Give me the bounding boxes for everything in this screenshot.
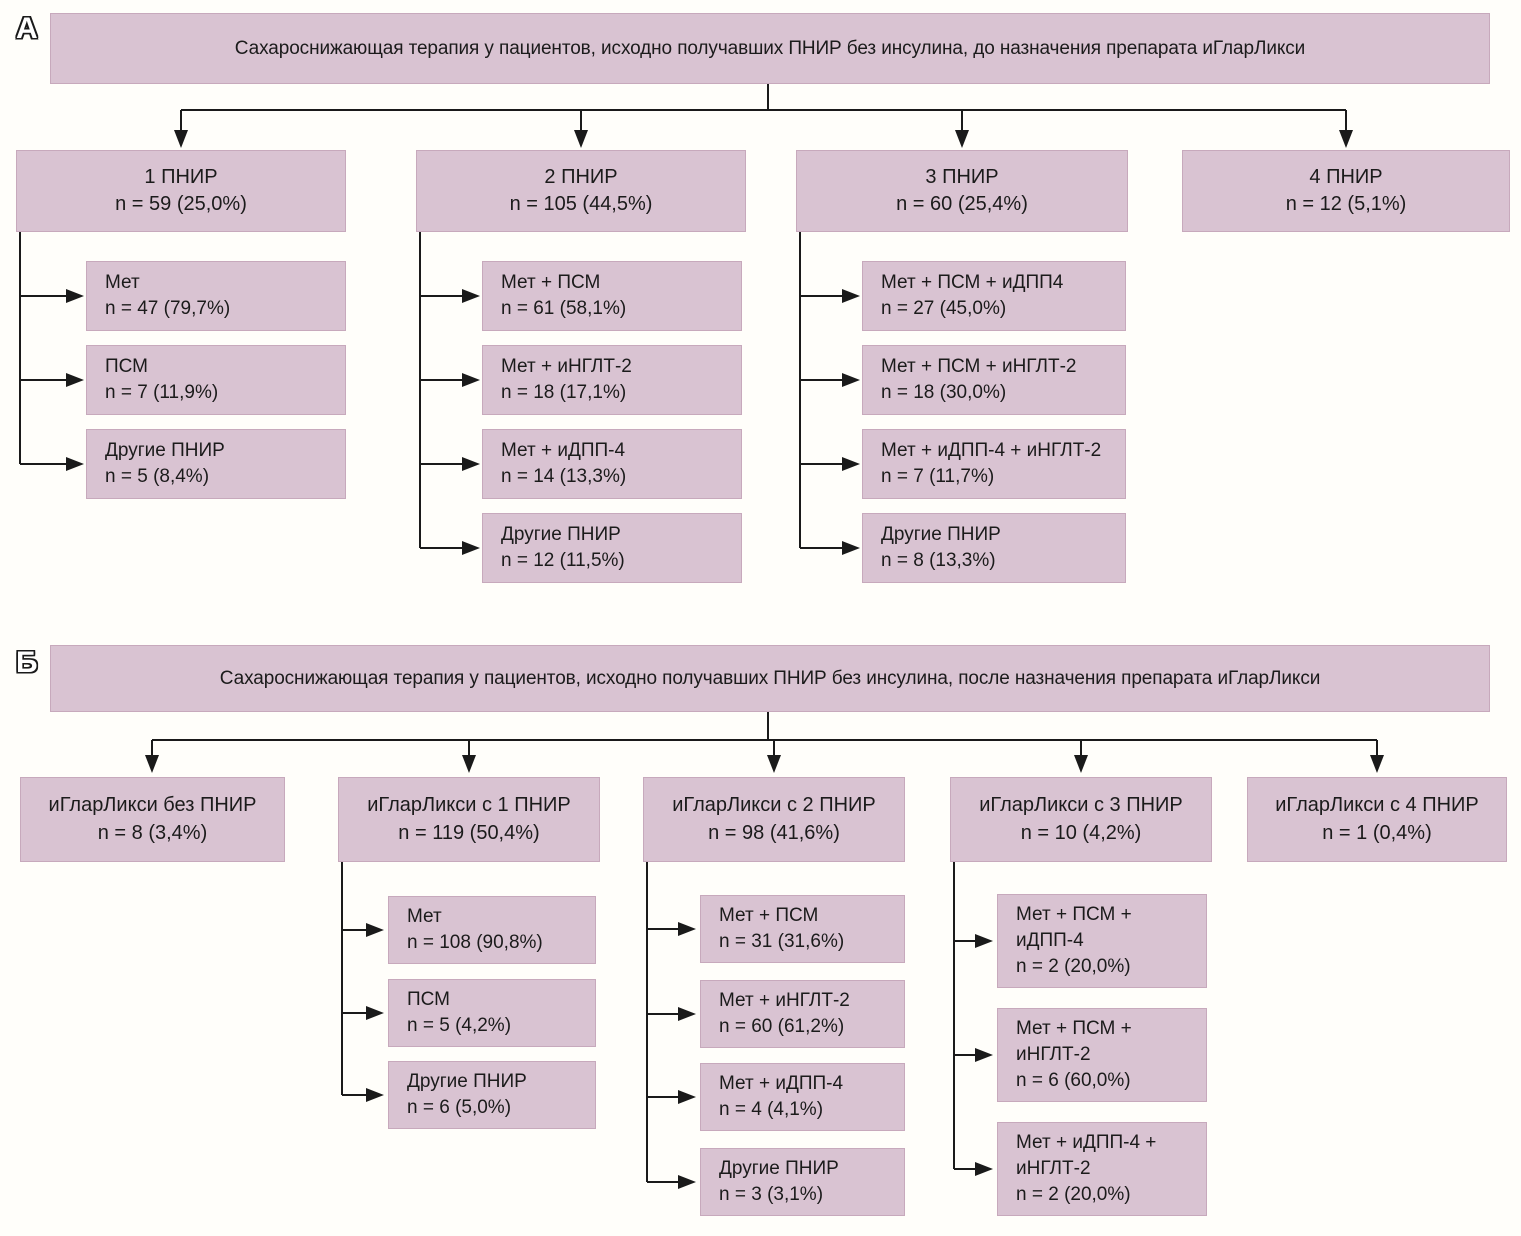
box-value-line: n = 3 (3,1%) [719,1184,824,1205]
box-title-line: Мет [105,272,140,294]
box-value-line: n = 60 (61,2%) [719,1016,845,1037]
b-group-4-item-2: Мет + ПСМ + иНГЛТ-2 n = 6 (60,0%) [997,1008,1207,1102]
box-title-line: 3 ПНИР [925,165,999,188]
box-value-line: n = 108 (90,8%) [407,932,543,953]
a-group-2-item-2: Мет + иНГЛТ-2 n = 18 (17,1%) [482,345,742,415]
box-value-line: n = 27 (45,0%) [881,298,1007,319]
section-a-label: А [16,12,38,45]
box-title-line: иНГЛТ-2 [1016,1044,1091,1066]
a-group-1-item-1: Мет n = 47 (79,7%) [86,261,346,331]
box-value-line: n = 12 (5,1%) [1285,193,1407,215]
box-title-line: ПСМ [407,989,450,1011]
b-group-3-item-4: Другие ПНИР n = 3 (3,1%) [700,1148,905,1216]
a-group-2-header: 2 ПНИР n = 105 (44,5%) [416,150,746,232]
b-group-3-header: иГларЛикси с 2 ПНИР n = 98 (41,6%) [643,777,905,862]
box-value-line: n = 60 (25,4%) [896,193,1028,215]
b-group-3-item-3: Мет + иДПП-4 n = 4 (4,1%) [700,1063,905,1131]
box-value-line: n = 119 (50,4%) [398,821,540,844]
box-title-line: иГларЛикси с 4 ПНИР [1275,794,1479,817]
box-value-line: n = 6 (5,0%) [407,1097,512,1118]
a-group-1-header: 1 ПНИР n = 59 (25,0%) [16,150,346,232]
box-title-line: иГларЛикси с 1 ПНИР [367,794,571,817]
box-title-line: иНГЛТ-2 [1016,1158,1091,1180]
box-value-line: n = 31 (31,6%) [719,931,845,952]
box-value-line: n = 105 (44,5%) [509,193,653,215]
a-group-1-item-3: Другие ПНИР n = 5 (8,4%) [86,429,346,499]
a-group-3-item-3: Мет + иДПП-4 + иНГЛТ-2 n = 7 (11,7%) [862,429,1126,499]
box-title-line: Мет + ПСМ + [1016,1018,1132,1040]
box-value-line: n = 18 (30,0%) [881,382,1007,403]
box-value-line: n = 7 (11,9%) [105,382,219,403]
b-group-4-item-1: Мет + ПСМ + иДПП-4 n = 2 (20,0%) [997,894,1207,988]
b-group-2-item-1: Мет n = 108 (90,8%) [388,896,596,964]
a-group-1-item-2: ПСМ n = 7 (11,9%) [86,345,346,415]
box-title-line: Мет + иДПП-4 + иНГЛТ-2 [881,440,1102,462]
b-group-2-item-2: ПСМ n = 5 (4,2%) [388,979,596,1047]
box-title-line: Мет + ПСМ + иНГЛТ-2 [881,356,1077,378]
box-title-line: иГларЛикси с 2 ПНИР [672,794,876,817]
box-title-line: иГларЛикси без ПНИР [48,794,257,817]
box-value-line: n = 61 (58,1%) [501,298,627,319]
b-group-4-header: иГларЛикси с 3 ПНИР n = 10 (4,2%) [950,777,1212,862]
box-value-line: n = 2 (20,0%) [1016,1183,1131,1205]
b-group-4-item-3: Мет + иДПП-4 + иНГЛТ-2 n = 2 (20,0%) [997,1122,1207,1216]
box-title-line: Мет + ПСМ + [1016,904,1132,926]
a-group-2-item-1: Мет + ПСМ n = 61 (58,1%) [482,261,742,331]
box-title-line: Мет + иНГЛТ-2 [501,356,632,378]
box-value-line: n = 12 (11,5%) [501,550,625,571]
box-value-line: n = 18 (17,1%) [501,382,627,403]
box-value-line: n = 7 (11,7%) [881,466,995,487]
box-title-line: Мет + ПСМ [719,905,819,927]
section-b-title: Сахароснижающая терапия у пациентов, исх… [219,667,1321,689]
a-group-3-item-2: Мет + ПСМ + иНГЛТ-2 n = 18 (30,0%) [862,345,1126,415]
b-group-3-item-1: Мет + ПСМ n = 31 (31,6%) [700,895,905,963]
section-a-title: Сахароснижающая терапия у пациентов, исх… [234,37,1306,59]
section-b-label: Б [16,646,38,679]
a-group-3-item-1: Мет + ПСМ + иДПП4 n = 27 (45,0%) [862,261,1126,331]
box-value-line: n = 1 (0,4%) [1322,821,1432,844]
a-group-2-item-3: Мет + иДПП-4 n = 14 (13,3%) [482,429,742,499]
a-group-2-item-4: Другие ПНИР n = 12 (11,5%) [482,513,742,583]
box-title-line: Мет [407,906,442,928]
box-value-line: n = 8 (13,3%) [881,550,996,571]
box-title-line: 2 ПНИР [544,165,618,188]
box-value-line: n = 10 (4,2%) [1020,821,1142,844]
box-title-line: иДПП-4 [1016,930,1084,952]
box-value-line: n = 2 (20,0%) [1016,955,1131,977]
box-value-line: n = 5 (4,2%) [407,1015,512,1036]
box-title-line: иГларЛикси с 3 ПНИР [979,794,1183,817]
box-title-line: Мет + ПСМ [501,272,601,294]
box-value-line: n = 59 (25,0%) [115,193,247,215]
box-title-line: Другие ПНИР [105,440,225,462]
section-b-title-box: Сахароснижающая терапия у пациентов, исх… [50,645,1490,712]
box-title-line: Другие ПНИР [719,1158,839,1180]
b-group-2-item-3: Другие ПНИР n = 6 (5,0%) [388,1061,596,1129]
a-group-4-header: 4 ПНИР n = 12 (5,1%) [1182,150,1510,232]
b-group-3-item-2: Мет + иНГЛТ-2 n = 60 (61,2%) [700,980,905,1048]
box-value-line: n = 5 (8,4%) [105,466,210,487]
box-value-line: n = 47 (79,7%) [105,298,231,319]
section-a-title-box: Сахароснижающая терапия у пациентов, исх… [50,13,1490,84]
box-value-line: n = 8 (3,4%) [97,821,208,844]
a-group-3-item-4: Другие ПНИР n = 8 (13,3%) [862,513,1126,583]
box-title-line: ПСМ [105,356,148,378]
box-value-line: n = 14 (13,3%) [501,466,627,487]
box-title-line: Мет + иДПП-4 + [1016,1132,1157,1154]
box-title-line: 4 ПНИР [1309,165,1383,188]
box-title-line: Другие ПНИР [407,1071,527,1093]
box-title-line: Другие ПНИР [881,524,1001,546]
box-title-line: Мет + иДПП-4 [719,1073,844,1095]
a-group-3-header: 3 ПНИР n = 60 (25,4%) [796,150,1128,232]
box-title-line: Мет + иНГЛТ-2 [719,990,850,1012]
b-group-5-header: иГларЛикси с 4 ПНИР n = 1 (0,4%) [1247,777,1507,862]
box-title-line: Мет + ПСМ + иДПП4 [881,272,1064,294]
box-title-line: Другие ПНИР [501,524,621,546]
b-group-2-header: иГларЛикси с 1 ПНИР n = 119 (50,4%) [338,777,600,862]
box-value-line: n = 6 (60,0%) [1016,1069,1131,1091]
box-value-line: n = 98 (41,6%) [708,821,840,844]
box-title-line: Мет + иДПП-4 [501,440,626,462]
box-title-line: 1 ПНИР [144,165,218,188]
b-group-1-header: иГларЛикси без ПНИР n = 8 (3,4%) [20,777,285,862]
box-value-line: n = 4 (4,1%) [719,1099,824,1120]
